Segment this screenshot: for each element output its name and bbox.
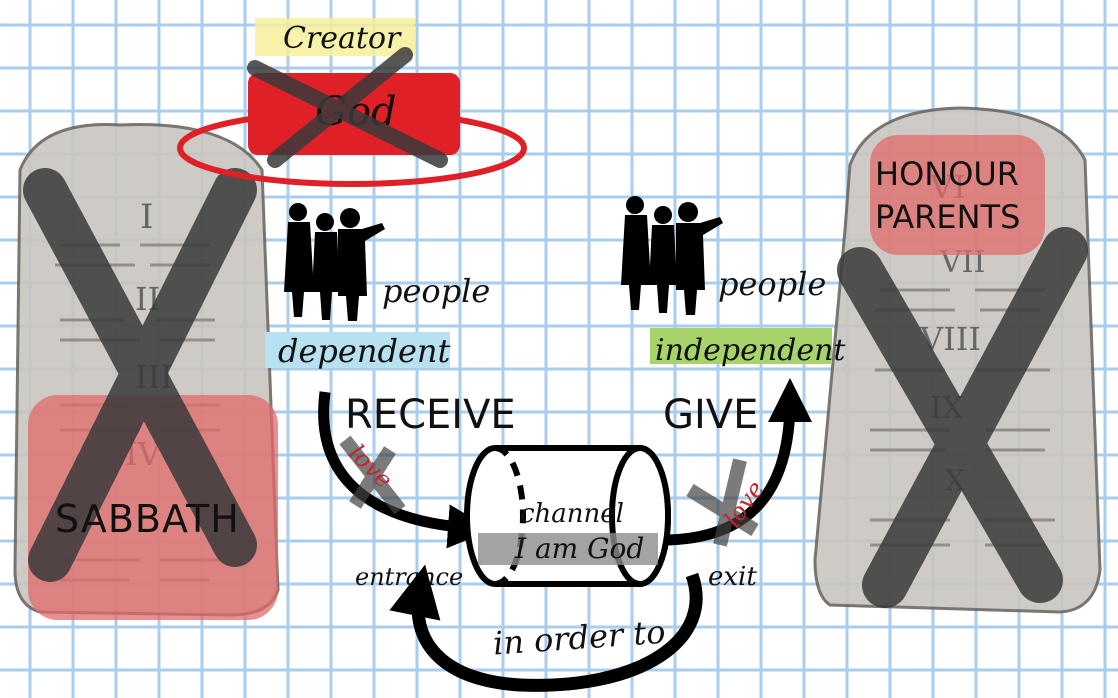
right-stone-tablet: VI VII VIII IX X HONOUR PARENTS — [813, 106, 1102, 614]
independent-label: independent — [655, 333, 846, 368]
in-order-to-label: in order to — [492, 613, 667, 663]
i-am-god-highlight — [478, 533, 658, 565]
people-right-silhouettes — [621, 196, 723, 315]
creator-highlight — [255, 18, 415, 56]
creator-god-group: Creator God — [177, 18, 527, 187]
parents-label: PARENTS — [875, 198, 1020, 236]
exit-label: exit — [708, 562, 757, 592]
people-left-silhouettes — [284, 203, 385, 321]
give-label: GIVE — [663, 392, 758, 438]
dependent-highlight — [265, 332, 450, 368]
channel-cylinder: channel I am God — [464, 445, 671, 587]
receive-label: RECEIVE — [345, 392, 516, 438]
god-cross — [247, 47, 448, 168]
love-right-cross — [686, 458, 759, 547]
i-am-god-label: I am God — [514, 532, 644, 565]
left-cross — [23, 168, 257, 582]
independent-highlight — [650, 328, 832, 364]
people-right-label: people — [718, 265, 826, 303]
left-stone-tablet: I II III IV SABBATH — [13, 123, 280, 620]
love-left-cross — [339, 435, 406, 515]
honour-parents-highlight — [870, 135, 1045, 255]
creator-label: Creator — [283, 21, 402, 56]
sabbath-label: SABBATH — [55, 497, 240, 541]
left-numeral-1: I — [140, 197, 153, 237]
receive-arrow — [318, 391, 492, 549]
loop-arrow — [389, 564, 703, 692]
channel-label: channel — [520, 499, 624, 529]
entrance-label: entrance — [355, 563, 463, 591]
give-arrow — [661, 378, 812, 546]
right-cross — [837, 227, 1088, 608]
dependent-label: dependent — [278, 332, 450, 370]
people-left-label: people — [382, 272, 490, 310]
honour-label: HONOUR — [875, 155, 1019, 193]
